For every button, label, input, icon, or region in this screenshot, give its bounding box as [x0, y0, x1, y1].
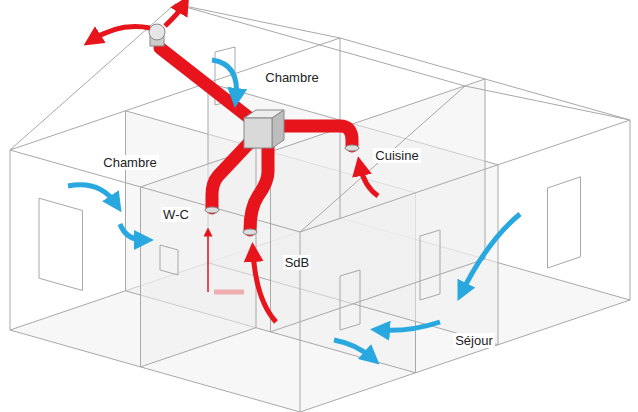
extracted-air-arrow	[92, 4, 378, 322]
fresh-air-arrow	[68, 60, 520, 358]
ventilation-unit	[244, 110, 284, 148]
room-label: SdB	[283, 255, 312, 270]
house-outline	[10, 4, 630, 412]
room-label: Chambre	[263, 70, 320, 85]
room-label: Séjour	[453, 333, 495, 348]
roof-extractor	[149, 24, 165, 46]
room-label: W-C	[161, 207, 191, 222]
extraction-duct	[160, 48, 352, 230]
duct-inlet	[205, 145, 359, 235]
room-label: Cuisine	[373, 148, 420, 163]
room-label: Chambre	[101, 155, 158, 170]
